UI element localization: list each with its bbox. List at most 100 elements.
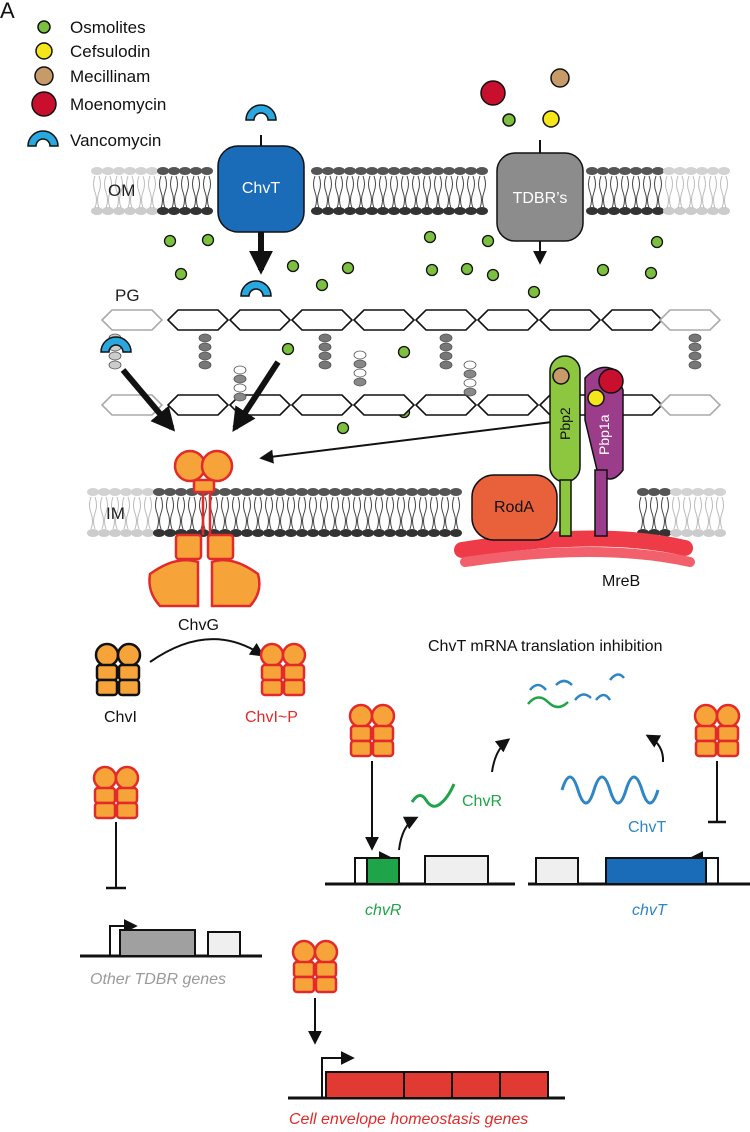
lipid-tail — [207, 175, 211, 209]
osmolite-dot — [460, 262, 474, 276]
lipid-head — [120, 529, 132, 537]
lipid-head — [131, 488, 143, 496]
peptide-stem — [463, 369, 477, 379]
lipid-head — [252, 529, 264, 537]
lipid-tail — [669, 175, 673, 209]
lipid-tail — [188, 496, 192, 530]
lipid-head — [648, 488, 660, 496]
lipid-tail — [309, 496, 313, 530]
lipid-head — [377, 207, 389, 215]
glycan-hexagon — [658, 394, 722, 416]
lipid-tail — [122, 496, 126, 530]
lipid-tail — [185, 175, 189, 209]
lipid-tail — [258, 496, 262, 530]
lipid-tail — [452, 496, 456, 530]
lipid-tail — [430, 496, 434, 530]
lipid-tail — [379, 175, 383, 209]
osmolite-dot — [281, 342, 295, 356]
lipid-head — [692, 488, 704, 496]
lipid-tail — [89, 496, 93, 530]
osmolite-molecule — [502, 113, 516, 127]
glycan-hexagon — [414, 394, 478, 416]
lipid-tail — [324, 496, 328, 530]
lipid-head — [439, 488, 451, 496]
lipid-tail — [625, 175, 629, 209]
vancomycin-bound-pg — [100, 336, 132, 353]
lipid-head — [135, 207, 147, 215]
glycan-hexagon — [166, 309, 230, 331]
lipid-head — [355, 207, 367, 215]
lipid-tail — [254, 496, 258, 530]
chvt-rna-label: ChvT — [628, 819, 666, 836]
lipid-head — [703, 488, 715, 496]
lipid-tail — [405, 175, 409, 209]
lipid-tail — [119, 175, 123, 209]
pbp2-protein: Pbp2 — [549, 355, 581, 537]
om-label: OM — [108, 181, 135, 200]
lipid-head — [113, 207, 125, 215]
lipid-head — [241, 488, 253, 496]
lipid-tail — [174, 175, 178, 209]
osmolite-dot — [423, 230, 437, 244]
glycan-hexagon — [476, 309, 540, 331]
lipid-head — [91, 167, 103, 175]
lipid-tail — [372, 175, 376, 209]
lipid-tail — [320, 496, 324, 530]
lipid-tail — [478, 175, 482, 209]
lipid-head — [344, 207, 356, 215]
lipid-head — [703, 529, 715, 537]
other-tdbr-gene-box — [119, 929, 196, 957]
lipid-head — [476, 167, 488, 175]
osmolite-dot — [341, 261, 355, 275]
lipid-tail — [243, 496, 247, 530]
lipid-head — [674, 207, 686, 215]
lipid-head — [362, 488, 374, 496]
peptide-stem — [353, 350, 367, 360]
lipid-tail — [632, 175, 636, 209]
lipid-tail — [357, 175, 361, 209]
lipid-tail — [416, 175, 420, 209]
lipid-head — [344, 167, 356, 175]
lipid-head — [421, 167, 433, 175]
lipid-head — [681, 529, 693, 537]
osmolite-dot — [397, 345, 411, 359]
lipid-head — [443, 167, 455, 175]
lipid-tail — [126, 496, 130, 530]
lipid-tail — [203, 175, 207, 209]
lipid-head — [597, 167, 609, 175]
lipid-head — [340, 529, 352, 537]
lipid-tail — [643, 496, 647, 530]
outer-membrane: OM — [91, 167, 730, 215]
peptide-stem — [463, 378, 477, 388]
lipid-tail — [170, 496, 174, 530]
lipid-head — [718, 207, 730, 215]
lipid-head — [164, 529, 176, 537]
lipid-head — [219, 488, 231, 496]
homeostasis-gene-4 — [499, 1071, 549, 1099]
lipid-tail — [676, 496, 680, 530]
lipid-tail — [665, 496, 669, 530]
lipid-tail — [386, 496, 390, 530]
glycan-hexagon — [600, 309, 664, 331]
lipid-tail — [408, 496, 412, 530]
lipid-tail — [401, 496, 405, 530]
lipid-tail — [687, 496, 691, 530]
mecillinam-molecule — [550, 68, 570, 88]
lipid-head — [637, 488, 649, 496]
pbp-signal-arrow — [259, 421, 553, 464]
homeostasis-branch: Cell envelope homeostasis genes — [288, 941, 565, 1128]
lipid-tail — [588, 175, 592, 209]
lipid-head — [146, 207, 158, 215]
lipid-head — [190, 207, 202, 215]
lipid-tail — [100, 496, 104, 530]
peptide-stem — [688, 360, 702, 370]
lipid-tail — [350, 175, 354, 209]
lipid-head — [395, 488, 407, 496]
peptide-stem — [688, 351, 702, 361]
lipid-tail — [658, 175, 662, 209]
lipid-head — [586, 207, 598, 215]
lipid-tail — [709, 496, 713, 530]
lipid-tail — [445, 175, 449, 209]
lipid-tail — [144, 496, 148, 530]
lipid-tail — [683, 496, 687, 530]
